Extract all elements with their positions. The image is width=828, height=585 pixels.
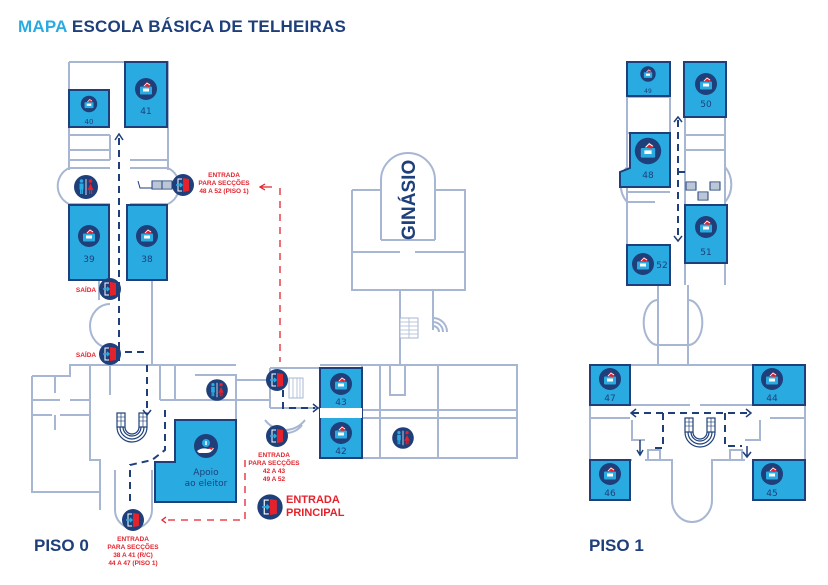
svg-text:46: 46: [604, 489, 616, 499]
exit-door-icon[interactable]: [98, 342, 122, 366]
route-lines-floor-1: [629, 115, 753, 459]
main-entrance-door-icon[interactable]: [256, 493, 284, 521]
room-numbers-floor-0: 40 41 39 38 43 42: [83, 107, 346, 457]
restroom-icon: [73, 174, 99, 200]
svg-text:49 A 52: 49 A 52: [263, 476, 286, 483]
ballot-box-icon: [329, 372, 353, 396]
u-stairs-icon: [116, 412, 148, 443]
apoio-label: Apoio: [193, 468, 219, 478]
entrance-door-icon[interactable]: [265, 368, 289, 392]
svg-text:52: 52: [656, 261, 667, 271]
svg-text:PARA SECÇÕES: PARA SECÇÕES: [107, 542, 159, 551]
room-number: 39: [83, 255, 95, 265]
floor-1-rooms: [589, 61, 806, 501]
svg-text:44: 44: [766, 394, 778, 404]
floor-1-plan: [589, 62, 806, 523]
stairs-icon: [137, 180, 173, 190]
apoio-ao-eleitor-room[interactable]: [154, 419, 237, 503]
svg-text:ENTRADA: ENTRADA: [286, 494, 340, 506]
svg-text:44 A 47 (PISO 1): 44 A 47 (PISO 1): [108, 560, 157, 567]
svg-text:47: 47: [604, 394, 615, 404]
svg-text:50: 50: [700, 100, 712, 110]
route-lines-floor-0: [114, 132, 320, 524]
room-number: 42: [335, 447, 346, 457]
restroom-icon: [391, 426, 415, 450]
svg-text:49: 49: [644, 88, 652, 95]
room-number: 43: [335, 398, 346, 408]
title-main: ESCOLA BÁSICA DE TELHEIRAS: [71, 17, 346, 36]
svg-text:PARA SECÇÕES: PARA SECÇÕES: [248, 458, 300, 467]
ballot-box-icon: [135, 224, 159, 248]
exit-label: SAÍDA: [76, 350, 97, 359]
restroom-icon: [205, 378, 229, 402]
svg-text:ENTRADA: ENTRADA: [258, 452, 290, 459]
apoio-label: ao eleitor: [185, 479, 228, 489]
svg-text:ENTRADA: ENTRADA: [117, 536, 149, 543]
svg-text:48: 48: [642, 171, 654, 181]
room-number: 40: [85, 118, 94, 126]
entrance-label-bottom: ENTRADA PARA SECÇÕES 38 A 41 (R/C) 44 A …: [107, 536, 159, 567]
room-numbers-floor-1: 49 50 48 52 51 47 44 46 45: [604, 88, 778, 499]
ballot-box-icon: [329, 421, 353, 445]
gym-label: GINÁSIO: [398, 160, 420, 240]
room-number: 41: [140, 107, 151, 117]
u-stairs-icon: [684, 417, 716, 448]
floor-1-label: PISO 1: [589, 536, 644, 555]
map-title: MAPA ESCOLA BÁSICA DE TELHEIRAS: [18, 17, 346, 37]
svg-text:ENTRADA: ENTRADA: [208, 172, 240, 179]
ballot-box-icon: [77, 224, 101, 248]
svg-text:48 A 52 (PISO 1): 48 A 52 (PISO 1): [199, 188, 248, 195]
svg-text:51: 51: [700, 248, 711, 258]
svg-text:38 A 41 (R/C): 38 A 41 (R/C): [113, 552, 153, 559]
ballot-box-icon: [80, 95, 98, 113]
stairs-icon: [685, 181, 721, 201]
main-entrance-label: ENTRADA PRINCIPAL: [286, 494, 345, 519]
exit-door-icon[interactable]: [98, 277, 122, 301]
info-hand-icon: [194, 434, 218, 458]
title-accent: MAPA: [18, 17, 67, 36]
room-number: 38: [141, 255, 153, 265]
entrance-label-middle: ENTRADA PARA SECÇÕES 42 A 43 49 A 52: [248, 452, 300, 483]
entrance-label-upper: ENTRADA PARA SECÇÕES 48 A 52 (PISO 1): [198, 172, 250, 195]
floor-0-label: PISO 0: [34, 536, 89, 555]
ballot-box-icon: [134, 77, 158, 101]
entrance-door-icon[interactable]: [171, 173, 195, 197]
entrance-door-icon[interactable]: [265, 424, 289, 448]
exit-label: SAÍDA: [76, 285, 97, 294]
svg-text:45: 45: [766, 489, 777, 499]
svg-text:PRINCIPAL: PRINCIPAL: [286, 507, 345, 519]
svg-text:42 A 43: 42 A 43: [263, 468, 286, 475]
entrance-door-icon[interactable]: [121, 508, 145, 532]
svg-text:PARA SECÇÕES: PARA SECÇÕES: [198, 178, 250, 187]
